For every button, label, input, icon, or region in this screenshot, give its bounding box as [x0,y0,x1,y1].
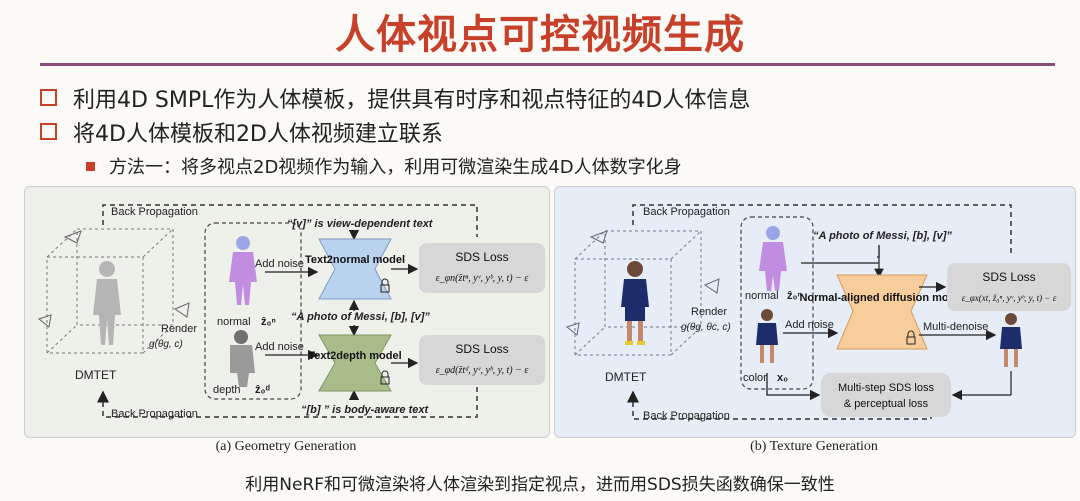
maps-box [204,222,302,400]
geometry-caption: (a) Geometry Generation [215,439,357,454]
lock-icon [380,370,390,385]
back-prop-bottom-line [627,387,932,420]
add-noise-label-1: Add noise [255,258,304,270]
add-noise-label: Add noise [785,319,834,331]
bullet-2-text: 将4D人体模板和2D人体视频建立联系 [73,122,443,147]
dmtet-cube [574,230,702,356]
sds-loss-label-1: SDS Loss [455,250,508,264]
texture-panel: Back Propagation Back Propagation DMTET … [554,186,1076,438]
bullet-1-text: 利用4D SMPL作为人体模板，提供具有时序和视点特征的4D人体信息 [73,88,751,113]
normal-map-body-icon [759,226,787,291]
diffusion-model-shape [836,274,928,350]
dmtet-label: DMTET [605,370,647,384]
prompt-label: “A photo of Messi, [b], [v]” [813,230,952,242]
sub-bullet-text: 方法一：将多视点2D视频作为输入，利用可微渲染生成4D人体数字化身 [109,157,682,178]
color-to-loss-arrow [766,373,821,401]
color-symbol: x₀ [777,372,788,384]
multi-denoise-label: Multi-denoise [923,321,988,333]
render-formula: g(θg, θc, c) [681,322,731,333]
body-text-label: “[b] ” is body-aware text [301,404,429,416]
back-prop-top-label: Back Propagation [111,206,198,218]
render-label: Render [161,323,197,335]
render-formula: g(θg, c) [149,339,183,350]
add-noise-label-2: Add noise [255,341,304,353]
footer-summary: 利用NeRF和可微渲染将人体渲染到指定视点，进而用SDS损失函数确保一致性 [245,475,835,495]
bullet-1: 利用4D SMPL作为人体模板，提供具有时序和视点特征的4D人体信息 [40,82,750,114]
text2depth-model-shape [318,334,392,392]
back-prop-top-label: Back Propagation [643,206,730,218]
depth-symbol: ẑ₀ᵈ [255,384,270,396]
dmtet-label: DMTET [75,368,117,382]
back-prop-bottom-line [97,387,478,418]
sds-loss-box-1 [419,243,545,293]
depth-label: depth [213,384,241,396]
geometry-diagram: Back Propagation Back Propagation DMTET … [37,204,545,420]
back-prop-top-line [632,204,1012,257]
texture-diagram: Back Propagation Back Propagation DMTET … [565,204,1071,422]
sub-bullet-square-icon [86,162,95,171]
back-prop-top-line [102,204,478,237]
text2normal-model-label: Text2normal model [305,254,405,266]
multi-step-loss-label-1: Multi-step SDS loss [838,382,934,394]
sds-loss-formula-2: ε_φd(ẑtᵈ, yᵛ, yᵇ, y, t) − ε [436,365,529,376]
view-text-label: “[v]” is view-dependent text [287,218,434,230]
text2normal-model-shape [318,238,392,300]
soccer-player-icon [621,261,649,345]
multi-step-loss-box [821,373,951,417]
normal-symbol: ẑ₀ⁿ [787,290,802,302]
texture-caption: (b) Texture Generation [750,439,878,454]
sub-bullet: 方法一：将多视点2D视频作为输入，利用可微渲染生成4D人体数字化身 [86,153,682,179]
lock-icon [380,278,390,293]
color-player-icon [756,309,778,363]
render-label: Render [691,306,727,318]
normal-label: normal [745,290,779,302]
diffusion-model-label: Normal-aligned diffusion model [799,292,964,304]
camera-icon [565,230,720,336]
depth-body-icon [230,330,255,387]
bullet-2: 将4D人体模板和2D人体视频建立联系 [40,116,443,148]
sds-loss-formula-1: ε_φn(ẑtⁿ, yᵛ, yᵇ, y, t) − ε [436,273,529,284]
page-title: 人体视点可控视频生成 [335,12,745,58]
multi-step-loss-label-2: & perceptual loss [844,398,929,410]
camera-icon [37,230,190,328]
normal-symbol: ẑ₀ⁿ [261,316,276,328]
sds-loss-label: SDS Loss [982,270,1035,284]
prompt-label: “A photo of Messi, [b], [v]” [291,311,430,323]
title-divider [40,63,1055,66]
sds-loss-formula: ε_φx(xt, ẑ₀ⁿ, yᵛ, yᵇ, y, t) − ε [962,293,1057,303]
back-prop-bottom-label: Back Propagation [643,410,730,422]
geometry-panel: Back Propagation Back Propagation DMTET … [24,186,550,438]
bullet-box-icon [40,123,57,140]
text2depth-model-label: Text2depth model [308,350,401,362]
dmtet-cube [46,228,174,354]
lock-icon [906,330,916,345]
bullet-box-icon [40,89,57,106]
normal-map-body-icon [229,236,257,305]
sds-loss-box [947,263,1071,311]
color-label: color [743,372,767,384]
sds-loss-box-2 [419,335,545,385]
back-prop-bottom-label: Back Propagation [111,408,198,420]
gray-body-icon [93,261,121,345]
maps-box [740,216,814,390]
normal-label: normal [217,316,251,328]
denoised-player-icon [1000,313,1022,367]
sds-loss-label-2: SDS Loss [455,342,508,356]
